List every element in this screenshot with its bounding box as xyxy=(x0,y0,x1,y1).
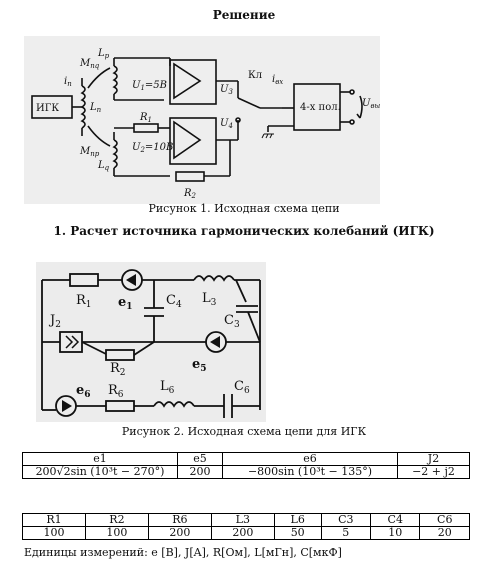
table-cell: 50 xyxy=(273,526,322,540)
table-cell: 200 xyxy=(210,526,275,540)
fig1-u2-label: U2=10B xyxy=(132,142,173,154)
source-params-table: e1 e5 e6 J2 200√2sin (10³t − 270°) 200 −… xyxy=(22,452,470,479)
fig1-u4-label: U4 xyxy=(220,118,233,130)
fig1-r2-label: R2 xyxy=(183,188,197,200)
fig1-u3-label: U3 xyxy=(220,84,233,96)
table-header-cell: C6 xyxy=(419,513,470,527)
table-header-cell: R6 xyxy=(147,513,212,527)
table-row: 200√2sin (10³t − 270°) 200 −800sin (10³t… xyxy=(22,465,470,479)
figure-2-circuit: R1 e1 C4 L3 C3 J2 R2 e5 e6 R6 L6 C6 xyxy=(36,262,266,422)
fig1-igk-label: ИГК xyxy=(36,103,59,114)
fig2-c4-label: C4 xyxy=(166,293,182,310)
table-cell: 100 xyxy=(84,526,149,540)
fig2-l6-label: L6 xyxy=(160,379,175,396)
table-cell: 100 xyxy=(22,526,86,540)
table-cell: −800sin (10³t − 135°) xyxy=(222,465,398,479)
figure-1-caption: Рисунок 1. Исходная схема цепи xyxy=(148,202,340,215)
fig2-c3-label: C3 xyxy=(224,313,240,330)
fig1-lq-label: Lq xyxy=(97,160,110,172)
table-header-cell: J2 xyxy=(397,452,470,466)
fig2-r6-label: R6 xyxy=(108,383,124,400)
table-row: 100 100 200 200 50 5 10 20 xyxy=(22,526,470,540)
fig1-uvyx-label: Uвых xyxy=(362,98,380,110)
table-header-cell: e1 xyxy=(22,452,178,466)
fig2-c6-label: C6 xyxy=(234,379,250,396)
fig2-j2-label: J2 xyxy=(48,313,61,330)
fig1-mpq-label: Mпq xyxy=(79,58,100,70)
units-note: Единицы измерений: e [B], J[A], R[Ом], L… xyxy=(24,546,342,559)
table-header-cell: L3 xyxy=(210,513,275,527)
section-heading: 1. Расчет источника гармонических колеба… xyxy=(53,224,435,238)
fig1-u1-label: U1=5B xyxy=(132,80,167,92)
table-cell: 200 xyxy=(147,526,212,540)
fig1-switch-label: Кл xyxy=(248,70,262,81)
table-cell: −2 + j2 xyxy=(397,465,470,479)
fig2-e1-label: e1 xyxy=(118,295,133,312)
table-header-cell: R2 xyxy=(84,513,149,527)
table-cell: 20 xyxy=(419,526,470,540)
fig2-e5-label: e5 xyxy=(192,357,207,374)
figure-1-circuit: ИГК in Ln Mпq Mпр Lp Lq U1=5B U2=10B R1 … xyxy=(24,36,380,204)
table-header-row: e1 e5 e6 J2 xyxy=(22,452,470,466)
table-header-cell: C4 xyxy=(370,513,421,527)
fig1-in-label: in xyxy=(64,76,72,88)
table-cell: 5 xyxy=(320,526,372,540)
fig2-r2-label: R2 xyxy=(110,361,126,378)
fig1-lp-label: Lp xyxy=(97,48,110,60)
table-header-row: R1 R2 R6 L3 L6 C3 C4 C6 xyxy=(22,513,470,527)
table-header-cell: L6 xyxy=(273,513,322,527)
table-header-cell: C3 xyxy=(320,513,372,527)
fig1-ivx-label: iвх xyxy=(272,74,283,86)
fig1-mnp-label: Mпр xyxy=(79,146,100,158)
table-cell: 200 xyxy=(177,465,223,479)
table-header-cell: R1 xyxy=(22,513,86,527)
fig2-e6-label: e6 xyxy=(76,383,91,400)
component-values-table: R1 R2 R6 L3 L6 C3 C4 C6 100 100 200 200 … xyxy=(22,513,470,540)
table-cell: 10 xyxy=(370,526,421,540)
table-header-cell: e6 xyxy=(222,452,398,466)
fig1-filter-label: 4-х пол. xyxy=(300,102,341,113)
fig2-l3-label: L3 xyxy=(202,291,217,308)
table-header-cell: e5 xyxy=(177,452,223,466)
figure-2-caption: Рисунок 2. Исходная схема цепи для ИГК xyxy=(121,425,367,438)
fig2-r1-label: R1 xyxy=(76,293,92,310)
fig1-ln-label: Ln xyxy=(89,102,102,114)
fig1-r1-label: R1 xyxy=(139,112,152,124)
page-title: Решение xyxy=(212,8,276,22)
table-cell: 200√2sin (10³t − 270°) xyxy=(22,465,178,479)
